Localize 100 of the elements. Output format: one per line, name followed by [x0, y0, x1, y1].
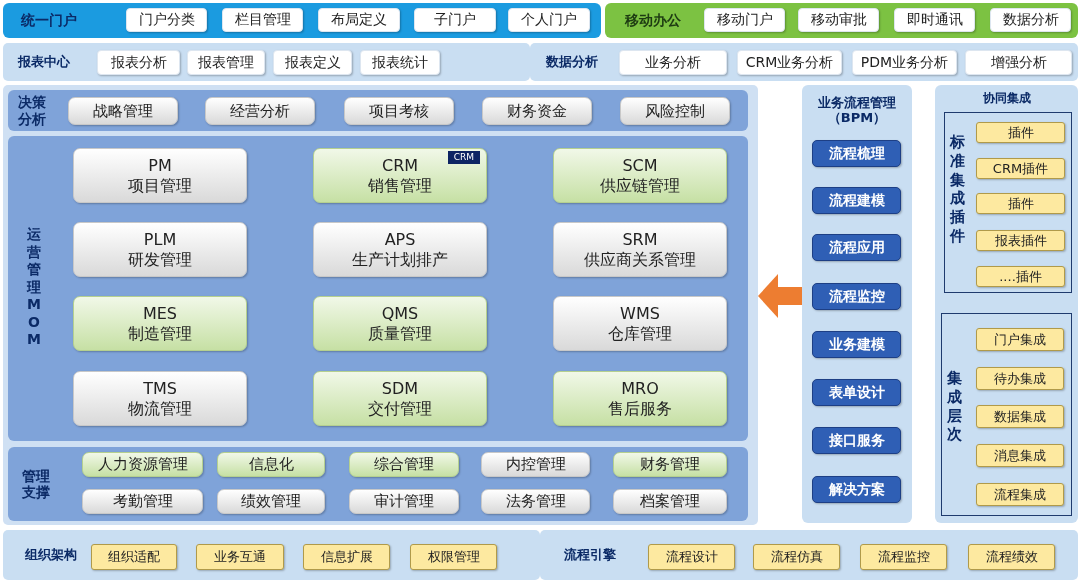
section-heading: 移动办公	[623, 11, 682, 31]
plugin-box: 插件	[976, 193, 1065, 214]
process-button: 流程监控	[812, 283, 901, 310]
menu-box: 报表管理	[187, 50, 265, 75]
function-box: 综合管理	[349, 452, 459, 477]
function-box: 经营分析	[205, 97, 315, 125]
menu-box: 栏目管理	[222, 8, 303, 32]
function-box: 风险控制	[620, 97, 730, 125]
block-arrow	[758, 274, 802, 318]
module-code: SCM	[622, 155, 658, 176]
function-box: 内控管理	[481, 452, 590, 477]
section-heading: 业务流程管理（BPM）	[817, 94, 897, 127]
module-code: APS	[384, 229, 416, 250]
feature-box: 业务互通	[196, 544, 284, 570]
module-code: PM	[148, 155, 172, 176]
module-name: 销售管理	[368, 175, 432, 196]
process-button: 业务建模	[812, 331, 901, 358]
module-code: SRM	[622, 229, 658, 250]
plugin-box: 报表插件	[976, 230, 1065, 251]
platform-panel	[3, 85, 758, 525]
process-button: 表单设计	[812, 379, 901, 406]
level-box: 数据集成	[976, 405, 1064, 428]
function-box: 战略管理	[68, 97, 178, 125]
menu-box: 即时通讯	[894, 8, 975, 32]
module-name: 物流管理	[128, 398, 192, 419]
mobile-band	[605, 3, 1078, 38]
org-band	[3, 530, 540, 580]
analysis-band	[530, 43, 1078, 81]
module-name: 仓库管理	[608, 323, 672, 344]
module-box	[553, 148, 727, 203]
section-heading: 数据分析	[545, 52, 599, 71]
level-box: 门户集成	[976, 328, 1064, 351]
function-box: 绩效管理	[217, 489, 325, 514]
menu-box: 布局定义	[318, 8, 400, 32]
process-button: 接口服务	[812, 427, 901, 454]
section-heading: 标准集成插件	[949, 133, 967, 246]
menu-box: 报表统计	[360, 50, 440, 75]
feature-box: 流程绩效	[968, 544, 1055, 570]
module-box	[553, 222, 727, 277]
module-box	[553, 371, 727, 426]
feature-box: 流程监控	[860, 544, 947, 570]
module-code: PLM	[143, 229, 177, 250]
module-code: TMS	[143, 378, 177, 399]
menu-box: 报表分析	[97, 50, 180, 75]
menu-box: 个人门户	[508, 8, 590, 32]
module-name: 质量管理	[368, 323, 432, 344]
function-box: 信息化	[217, 452, 325, 477]
module-name: 制造管理	[128, 323, 192, 344]
module-code: MES	[142, 303, 178, 324]
function-box: 人力资源管理	[82, 452, 203, 477]
function-box: 档案管理	[613, 489, 727, 514]
process-button: 流程应用	[812, 234, 901, 261]
module-box	[73, 222, 247, 277]
integration-panel	[935, 85, 1078, 523]
level-box: 流程集成	[976, 483, 1064, 506]
level-box: 消息集成	[976, 444, 1064, 467]
feature-box: 流程设计	[648, 544, 735, 570]
menu-box: CRM业务分析	[737, 50, 842, 75]
module-box	[73, 148, 247, 203]
section-heading: 统一门户	[19, 11, 78, 31]
menu-box: 移动审批	[798, 8, 879, 32]
plugin-box: 插件	[976, 122, 1065, 143]
engine-band	[540, 530, 1078, 580]
menu-box: 数据分析	[990, 8, 1071, 32]
section-heading: 管理支撑	[21, 466, 51, 502]
module-name: 研发管理	[128, 249, 192, 270]
level-box: 待办集成	[976, 367, 1064, 390]
module-name: 供应商关系管理	[584, 249, 696, 270]
section-heading: 集成层次	[946, 369, 964, 444]
feature-box: 组织适配	[91, 544, 177, 570]
bpm-panel	[802, 85, 912, 523]
section-heading: 运营管理MOM	[26, 226, 43, 349]
menu-box: 增强分析	[965, 50, 1072, 75]
plugin-group	[944, 112, 1072, 293]
process-button: 流程梳理	[812, 140, 901, 167]
tag-badge: CRM	[447, 151, 480, 164]
section-heading: 协同集成	[981, 90, 1032, 108]
level-group	[941, 313, 1072, 516]
menu-box: PDM业务分析	[852, 50, 957, 75]
module-code: QMS	[381, 303, 419, 324]
module-box	[553, 296, 727, 351]
module-name: 交付管理	[368, 398, 432, 419]
module-box	[73, 296, 247, 351]
module-box	[313, 148, 487, 203]
module-box	[313, 222, 487, 277]
function-box: 财务资金	[482, 97, 592, 125]
plugin-box: ....插件	[976, 266, 1065, 287]
section-heading: 决策分析	[17, 93, 47, 129]
feature-box: 流程仿真	[753, 544, 840, 570]
feature-box: 信息扩展	[303, 544, 390, 570]
portal-band	[3, 3, 601, 38]
plugin-box: CRM插件	[976, 158, 1065, 179]
function-box: 考勤管理	[82, 489, 203, 514]
menu-box: 子门户	[414, 8, 496, 32]
report-band	[3, 43, 530, 81]
module-name: 售后服务	[608, 398, 672, 419]
function-box: 审计管理	[349, 489, 459, 514]
module-code: MRO	[621, 378, 659, 399]
module-box	[313, 371, 487, 426]
module-code: SDM	[381, 378, 419, 399]
